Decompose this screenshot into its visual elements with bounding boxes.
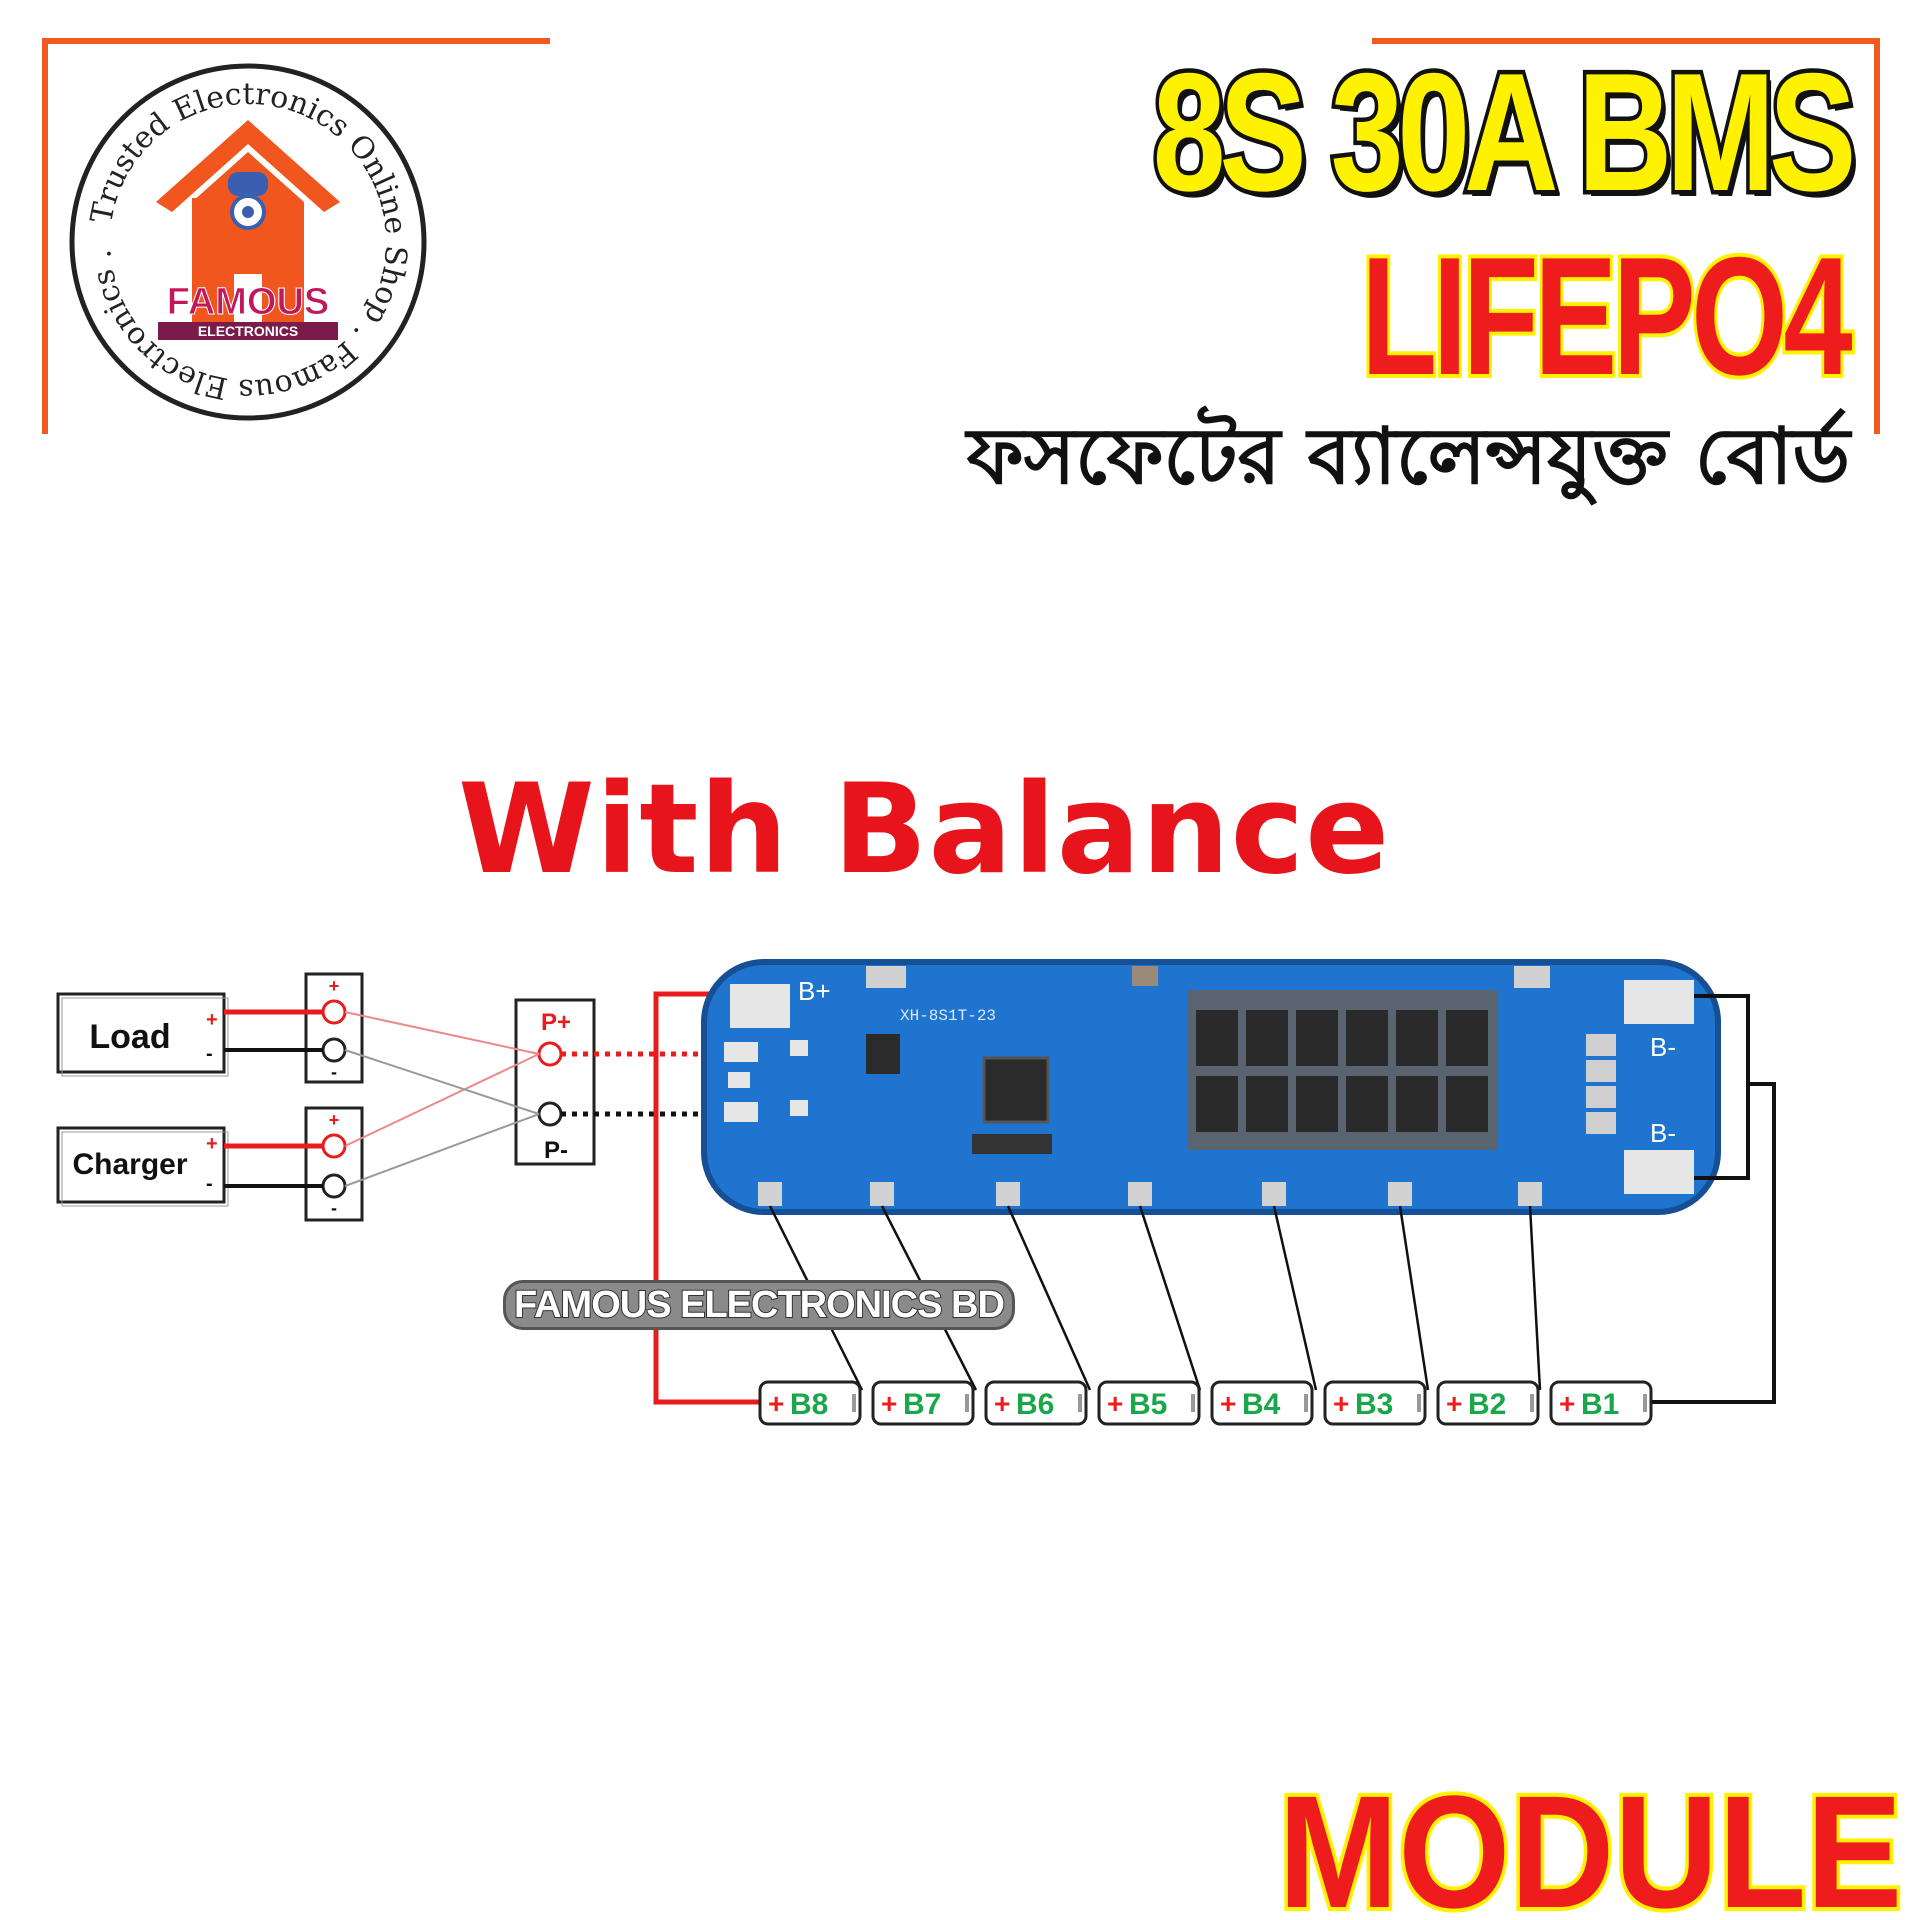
battery-cell-plus: + — [1107, 1388, 1123, 1419]
battery-cell-label: B6 — [1016, 1388, 1054, 1421]
battery-cell-b3: +B3 — [1323, 1380, 1427, 1426]
battery-cell-plus: + — [1220, 1388, 1236, 1419]
battery-cell-b4: +B4 — [1210, 1380, 1314, 1426]
battery-cell-label: B4 — [1242, 1388, 1281, 1421]
battery-cell-b5: +B5 — [1097, 1380, 1201, 1426]
charger-terminal-plus: + — [329, 1110, 340, 1130]
battery-cell-label: B8 — [790, 1388, 828, 1421]
bms-pcb-board: B+ XH-8S1T-23 B- B- — [701, 959, 1721, 1215]
charger-terminal-block: + - — [304, 1106, 364, 1222]
load-terminal-minus: - — [331, 1062, 337, 1082]
board-b-minus-bottom: B- — [1650, 1118, 1676, 1148]
battery-cell-plus: + — [768, 1388, 784, 1419]
frame-top-right — [1372, 38, 1880, 44]
famous-electronics-logo: Trusted Electronics Online Shop . Famous… — [69, 63, 427, 421]
load-minus-sign: - — [206, 1043, 213, 1065]
battery-cell-b8: +B8 — [758, 1380, 862, 1426]
battery-cell-b7: +B7 — [871, 1380, 975, 1426]
load-label: Load — [89, 1018, 170, 1056]
logo-brand-text: FAMOUS — [167, 281, 330, 323]
logo-tagline-text: ELECTRONICS — [198, 323, 298, 339]
charger-box: Charger + - — [56, 1126, 229, 1207]
frame-right — [1874, 38, 1880, 434]
with-balance-heading: With Balance — [458, 758, 1391, 902]
bangla-subtitle: ফসফেটের ব্যালেন্সযুক্ত বোর্ড — [966, 412, 1850, 502]
battery-cell-plus: + — [1446, 1388, 1462, 1419]
frame-left — [42, 38, 48, 434]
load-plus-sign: + — [206, 1009, 218, 1031]
battery-cell-plus: + — [994, 1388, 1010, 1419]
load-terminal-block: + - — [304, 972, 364, 1084]
p-terminal-block: P+ P- — [514, 998, 596, 1166]
battery-cell-plus: + — [1333, 1388, 1349, 1419]
watermark-text: FAMOUS ELECTRONICS BD — [503, 1280, 1015, 1330]
battery-cell-label: B7 — [903, 1388, 941, 1421]
board-b-minus-top: B- — [1650, 1032, 1676, 1062]
battery-cell-b1: +B1 — [1549, 1380, 1653, 1426]
battery-cell-b6: +B6 — [984, 1380, 1088, 1426]
p-plus-label: P+ — [541, 1009, 571, 1036]
battery-cell-label: B3 — [1355, 1388, 1393, 1421]
battery-cell-plus: + — [881, 1388, 897, 1419]
charger-terminal-minus: - — [331, 1198, 337, 1218]
battery-cell-plus: + — [1559, 1388, 1575, 1419]
house-icon — [156, 120, 340, 322]
chemistry-title: LIFEPO4 — [1358, 222, 1855, 410]
load-box: Load + - — [56, 992, 229, 1077]
board-b-plus-label: B+ — [798, 976, 831, 1006]
battery-cell-row: +B8+B7+B6+B5+B4+B3+B2+B1 — [758, 1380, 1653, 1426]
charger-plus-sign: + — [206, 1133, 218, 1155]
battery-cell-label: B2 — [1468, 1388, 1506, 1421]
battery-cell-label: B1 — [1581, 1388, 1619, 1421]
charger-minus-sign: - — [206, 1173, 213, 1195]
board-model-label: XH-8S1T-23 — [900, 1007, 996, 1025]
charger-label: Charger — [72, 1148, 187, 1181]
battery-cell-b2: +B2 — [1436, 1380, 1540, 1426]
wiring-diagram: Load + - Charger + - + - + - P+ P- — [56, 959, 1776, 1426]
battery-cell-label: B5 — [1129, 1388, 1167, 1421]
product-title: 8S 30A BMS — [1149, 38, 1860, 226]
load-terminal-plus: + — [329, 976, 340, 996]
p-minus-label: P- — [544, 1137, 568, 1164]
module-label: MODULE — [1274, 1762, 1905, 1920]
frame-top-left — [42, 38, 550, 44]
